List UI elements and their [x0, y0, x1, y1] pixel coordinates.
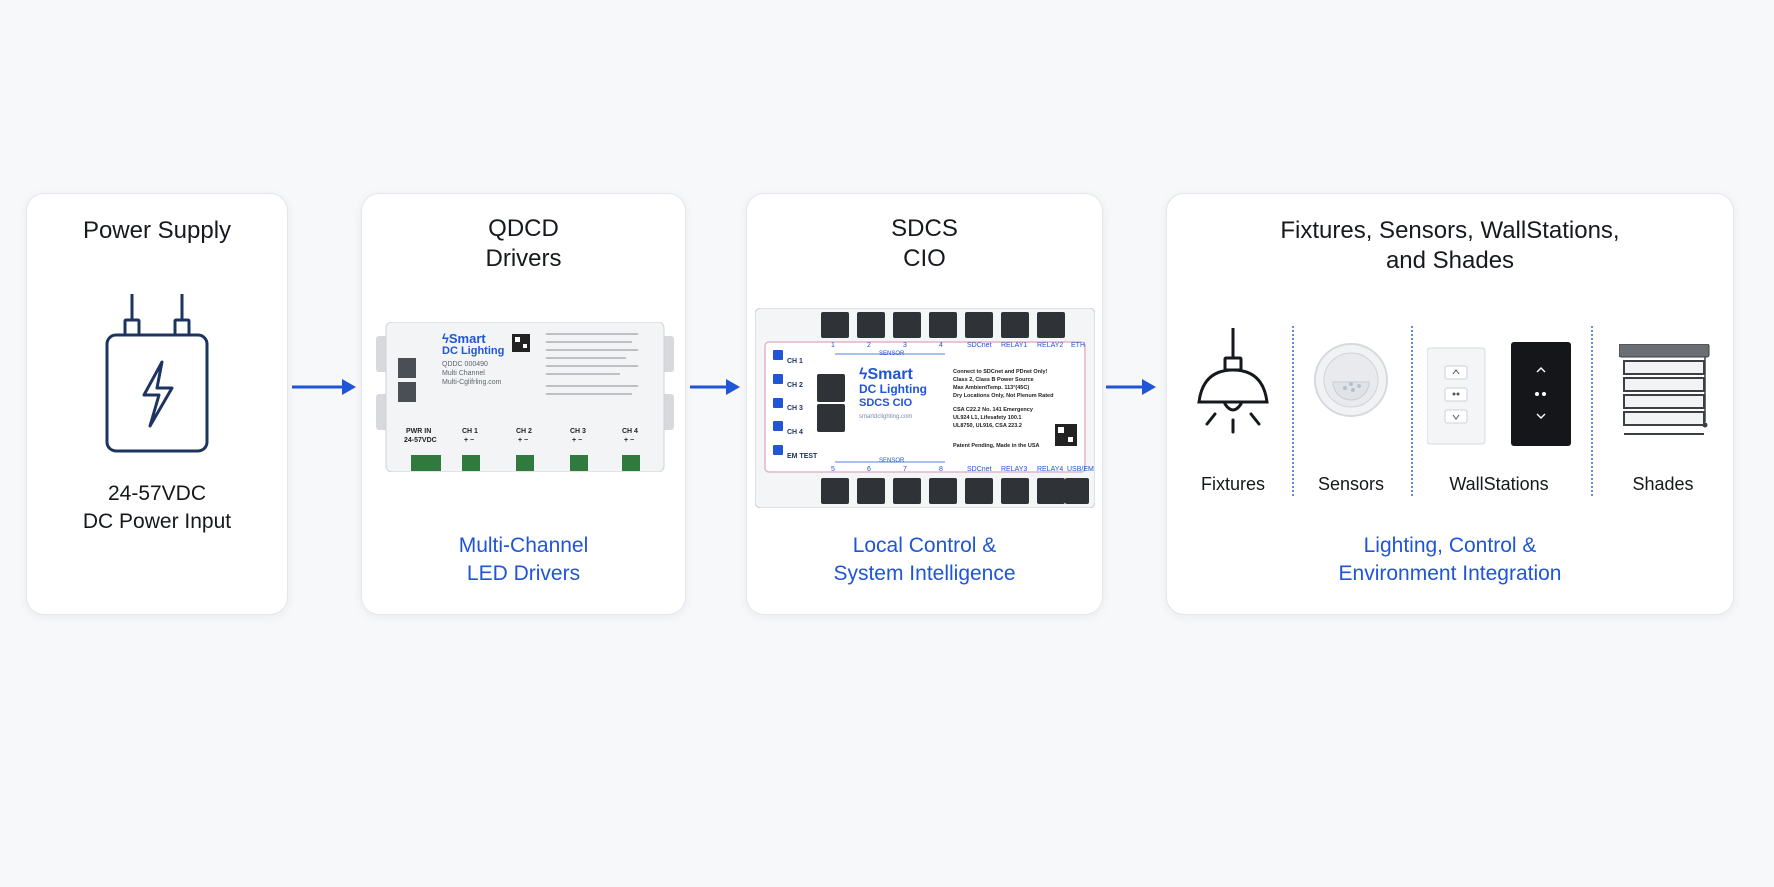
port-label: CH 1 [462, 428, 478, 435]
driver-brand: ϟSmart DC Lighting [442, 331, 505, 357]
item-label-sensors: Sensors [1317, 474, 1385, 494]
stage-subtitle: 24-57VDC DC Power Input [82, 482, 232, 533]
port-polarity: + − [464, 437, 475, 444]
stage-card-endpoints: Fixtures, Sensors, WallStations, and Sha… [1166, 193, 1734, 615]
stage-card-sdcs-cio: SDCS CIO [746, 193, 1103, 615]
stage-subtitle: Local Control & System Intelligence [833, 534, 1016, 585]
cio-brand: ϟSmart DC Lighting SDCS CIO smartdclight… [859, 366, 927, 421]
qdcd-driver-device: ϟSmart DC Lighting QDDC 000490 Multi Cha… [376, 322, 674, 472]
port-polarity: + − [624, 437, 635, 444]
port-label: CH 2 [516, 428, 532, 435]
sdcs-cio-device: 1 2 3 4 SDCnet RELAY1 RELAY2 ETH SENSOR … [755, 308, 1095, 508]
cio-specs: Connect to SDCnet and PDnet Only! Class … [953, 369, 1054, 449]
window-shade-icon [1619, 344, 1710, 435]
stage-subtitle: Lighting, Control & Environment Integrat… [1338, 534, 1562, 585]
item-label-fixtures: Fixtures [1200, 474, 1265, 494]
port-label: CH 4 [622, 428, 638, 435]
stage-subtitle: Multi-Channel LED Drivers [458, 534, 589, 585]
driver-model: QDDC 000490 Multi Channel Multi-Cglifrli… [442, 361, 502, 386]
driver-housing [376, 322, 674, 472]
item-divider [1591, 326, 1593, 496]
port-label: PWR IN [406, 428, 432, 435]
wallstation-keypad-icon [1427, 342, 1571, 446]
port-sub: 24-57VDC [404, 437, 437, 444]
item-label-wallstations: WallStations [1449, 474, 1549, 494]
flow-arrow-icon [1106, 379, 1156, 395]
flow-arrow-icon [690, 379, 740, 395]
item-divider [1411, 326, 1413, 496]
port-polarity: + − [572, 437, 583, 444]
cio-housing [755, 308, 1095, 508]
item-label-shades: Shades [1632, 474, 1694, 494]
item-divider [1292, 326, 1294, 496]
port-polarity: + − [518, 437, 529, 444]
occupancy-sensor-icon [1314, 343, 1388, 417]
flow-arrow-icon [292, 379, 356, 395]
bolt-icon: ϟ [442, 331, 449, 346]
stage-card-power-supply: Power Supply 24-57VDC DC Power Input [26, 193, 288, 615]
stage-card-qdcd-drivers: QDCD Drivers [361, 193, 686, 615]
port-label: CH 3 [570, 428, 586, 435]
stage-title: SDCS CIO [891, 215, 958, 272]
cio-channels: CH 1 CH 2 CH 3 CH 4 EM TEST [787, 358, 818, 460]
power-supply-bolt-icon [105, 294, 209, 453]
stage-title: Power Supply [82, 217, 232, 244]
bolt-icon: ϟ [859, 366, 868, 383]
stage-title: QDCD Drivers [485, 215, 562, 272]
pendant-lamp-icon [1197, 328, 1269, 434]
stage-title: Fixtures, Sensors, WallStations, and Sha… [1280, 217, 1620, 274]
